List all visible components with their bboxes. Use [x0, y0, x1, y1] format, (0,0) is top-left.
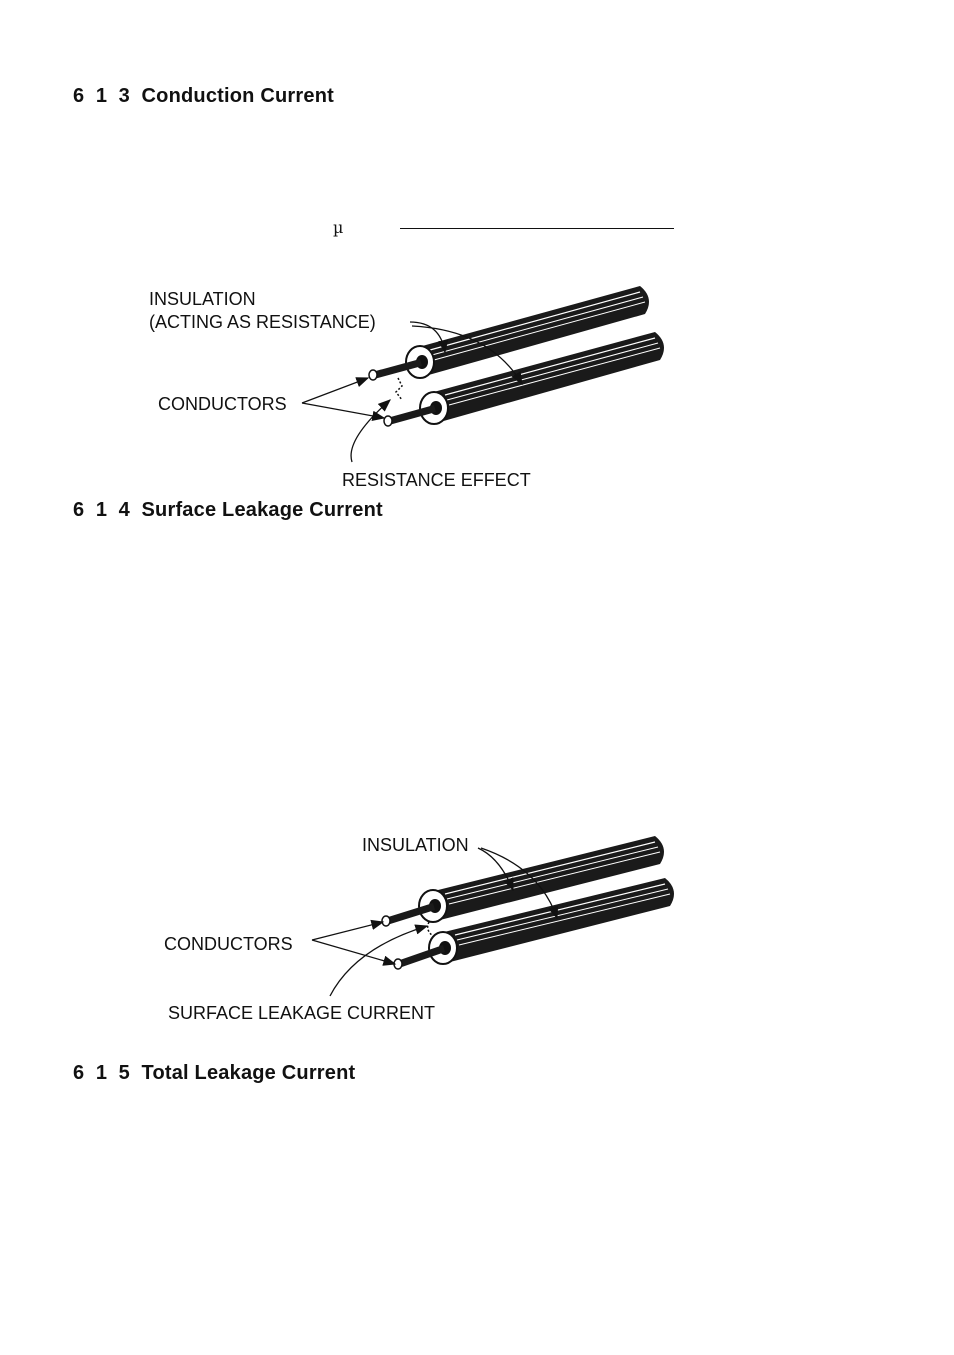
upper-cable	[381, 836, 664, 927]
section-heading-total-leakage: 6 1 5 Total Leakage Current	[73, 1062, 356, 1084]
surface-leakage-figure: INSULATION CONDUCTORS SURFACE LEAKAGE CU…	[155, 828, 695, 1028]
lower-cable	[393, 878, 674, 970]
section-heading-surface-leakage: 6 1 4 Surface Leakage Current	[73, 499, 383, 521]
cable-illustration-1	[301, 286, 664, 463]
insulation-label: INSULATION	[149, 289, 256, 309]
cable-illustration-2	[311, 836, 674, 997]
surface-leakage-label: SURFACE LEAKAGE CURRENT	[168, 1003, 436, 1023]
conductors-label: CONDUCTORS	[158, 394, 287, 414]
surface-leakage-path	[426, 921, 434, 937]
insulation-label: INSULATION	[362, 835, 469, 855]
conduction-current-figure: INSULATION (ACTING AS RESISTANCE) CONDUC…	[140, 280, 680, 495]
insulation-acting-label: (ACTING AS RESISTANCE)	[149, 312, 376, 332]
resistance-effect-label: RESISTANCE EFFECT	[342, 470, 531, 490]
section-heading-conduction-current: 6 1 3 Conduction Current	[73, 85, 334, 107]
conductors-label: CONDUCTORS	[164, 934, 293, 954]
resistance-path	[395, 377, 403, 401]
upper-cable	[368, 286, 649, 381]
mu-symbol: µ	[333, 218, 344, 237]
lower-cable	[383, 332, 664, 427]
fraction-rule	[400, 228, 674, 229]
